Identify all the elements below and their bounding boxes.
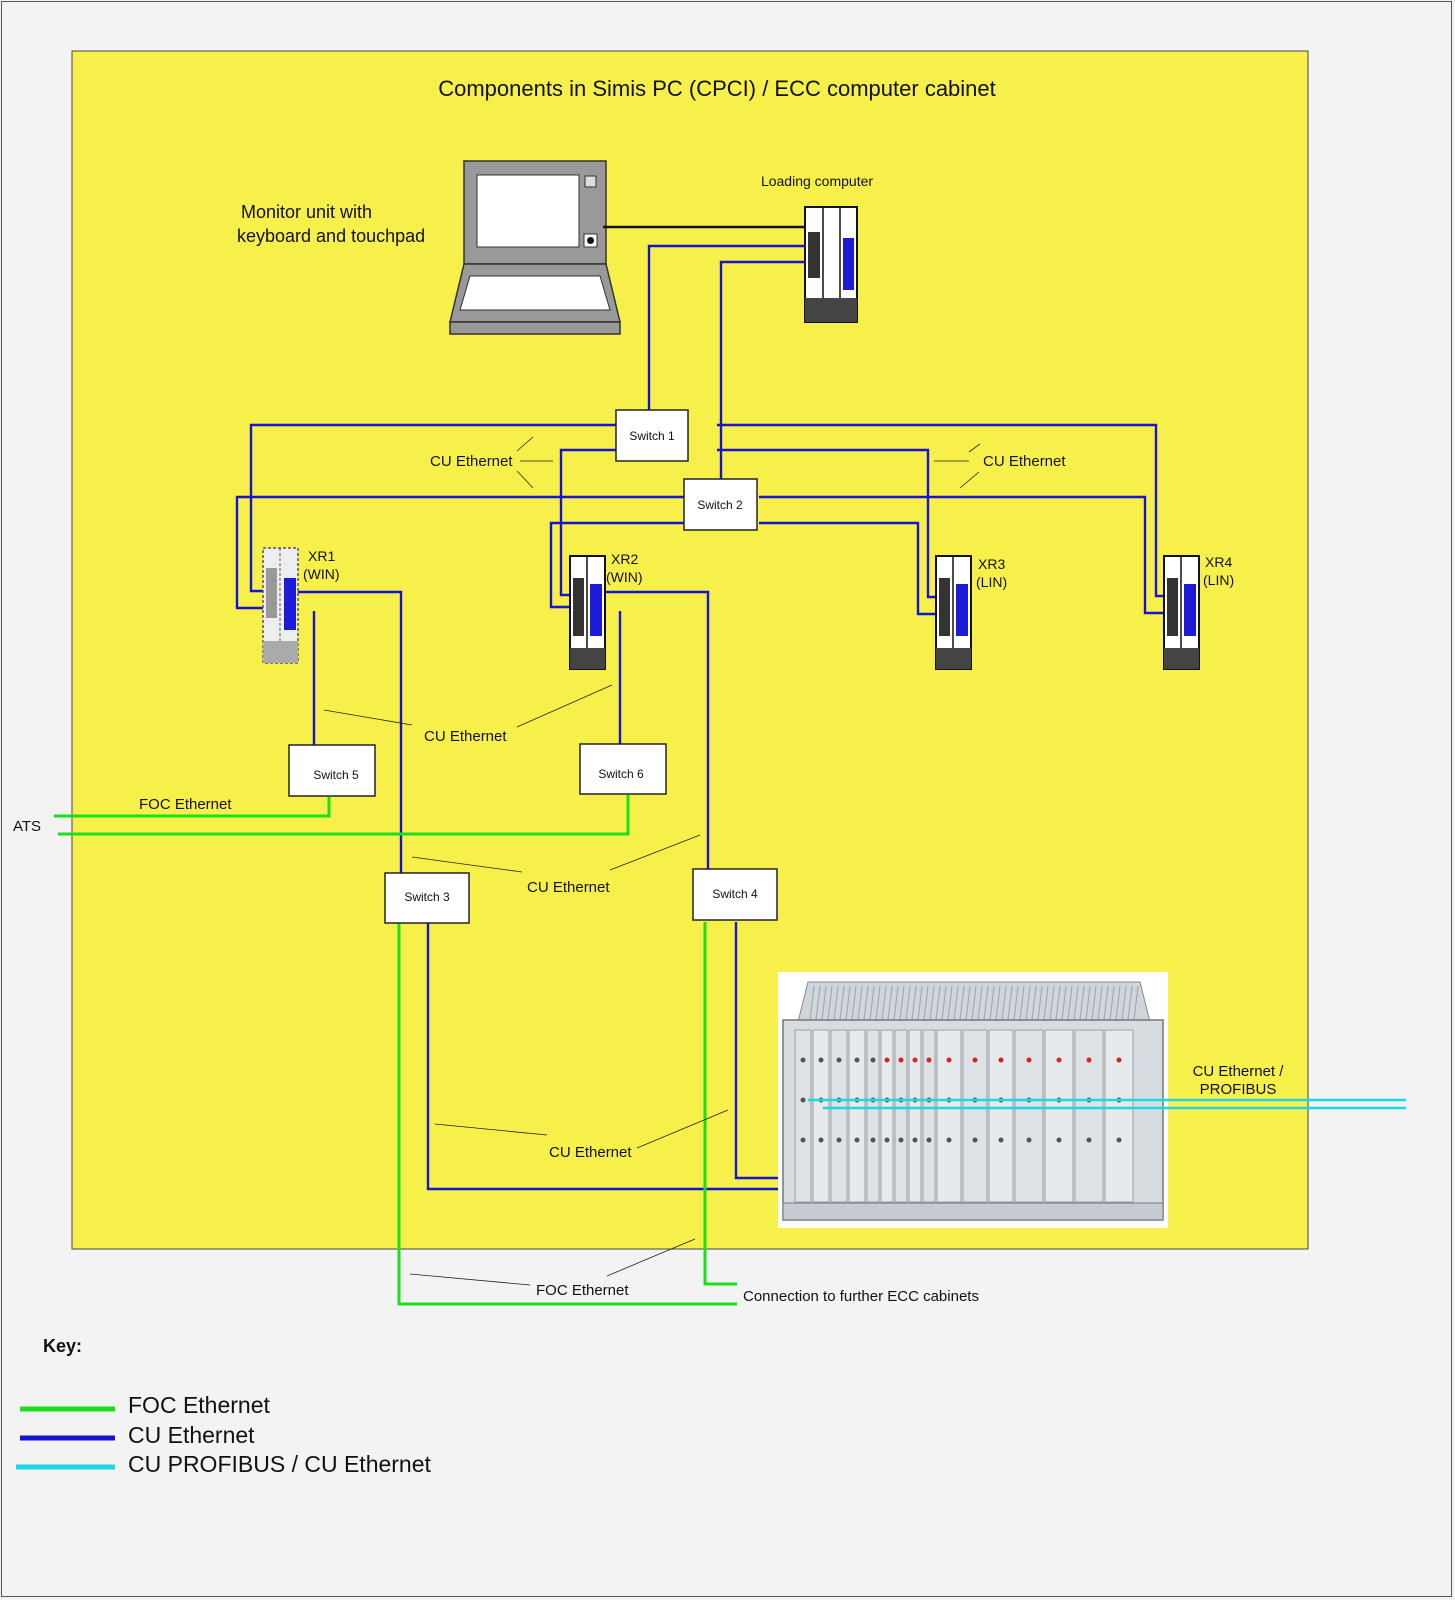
key-item-foc: FOC Ethernet [128, 1392, 270, 1418]
foc-ethernet-label-1: FOC Ethernet [139, 796, 232, 813]
switch-4-label: Switch 4 [712, 887, 758, 901]
callout-lines [323, 436, 981, 1286]
cu-ethernet-label-1: CU Ethernet [430, 453, 513, 470]
monitor-label-line2: keyboard and touchpad [237, 226, 425, 246]
switch-3-label: Switch 3 [404, 890, 450, 904]
monitor-unit-icon [449, 160, 621, 335]
xr2-server-icon [569, 555, 606, 670]
switch-2-box [683, 478, 758, 531]
xr1-name: XR1 [308, 548, 335, 564]
cu-ethernet-profibus-label-line2: PROFIBUS [1200, 1081, 1277, 1098]
xr3-os: (LIN) [976, 574, 1007, 590]
switch-4-box [692, 868, 778, 921]
xr4-os: (LIN) [1203, 572, 1234, 588]
xr2-name: XR2 [611, 551, 638, 567]
xr3-name: XR3 [978, 556, 1005, 572]
xr1-os: (WIN) [303, 566, 340, 582]
switch-1-box [615, 409, 689, 462]
profibus-lines [808, 1098, 1406, 1110]
xr3-server-icon [935, 555, 972, 670]
switch-5-box [288, 744, 376, 797]
switch-5-label: Switch 5 [313, 768, 359, 782]
foc-ethernet-lines [54, 795, 737, 1306]
cu-ethernet-label-3: CU Ethernet [424, 728, 507, 745]
loading-computer-label: Loading computer [761, 173, 873, 189]
cu-ethernet-label-2: CU Ethernet [983, 453, 1066, 470]
switch-6-label: Switch 6 [598, 767, 644, 781]
loading-computer-icon [804, 206, 858, 323]
switch-6-box [579, 743, 667, 795]
xr1-server-icon [262, 547, 299, 664]
diagram-title: Components in Simis PC (CPCI) / ECC comp… [438, 76, 996, 101]
switch-3-box [384, 872, 470, 924]
key-item-cu: CU Ethernet [128, 1422, 255, 1448]
cu-ethernet-label-4: CU Ethernet [527, 879, 610, 896]
cu-ethernet-profibus-label-line1: CU Ethernet / [1193, 1063, 1285, 1080]
xr4-server-icon [1163, 555, 1200, 670]
xr2-os: (WIN) [606, 569, 643, 585]
switch-1-label: Switch 1 [629, 429, 675, 443]
key-title: Key: [43, 1336, 82, 1356]
cu-ethernet-label-5: CU Ethernet [549, 1144, 632, 1161]
further-cabinets-label: Connection to further ECC cabinets [743, 1288, 979, 1305]
key-item-profibus: CU PROFIBUS / CU Ethernet [128, 1451, 432, 1477]
switch-2-label: Switch 2 [697, 498, 743, 512]
ats-label: ATS [13, 818, 41, 835]
xr4-name: XR4 [1205, 554, 1232, 570]
foc-ethernet-label-2: FOC Ethernet [536, 1282, 629, 1299]
monitor-label-line1: Monitor unit with [241, 202, 372, 222]
